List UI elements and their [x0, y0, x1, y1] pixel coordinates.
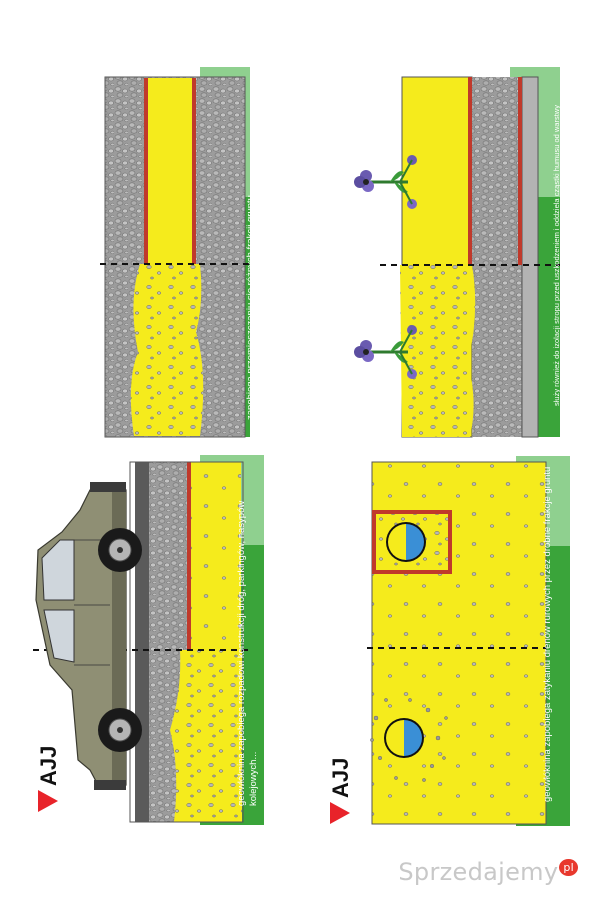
drainage-diagram — [366, 456, 570, 826]
flower-icon — [354, 155, 417, 209]
drain-pipe-icon — [384, 718, 424, 758]
watermark-badge: pl — [559, 859, 578, 876]
roof-panel: służy również do izolacji stropu przed u… — [340, 62, 570, 442]
flower-icon — [354, 325, 417, 379]
roof-diagram — [354, 67, 560, 438]
separation-panel: zapobiega przemieszczaniu się różnych fr… — [100, 62, 288, 442]
car-icon — [35, 482, 142, 790]
ajj-logo-icon-bottom: AJJ — [320, 720, 360, 830]
logo-text: AJJ — [328, 758, 353, 798]
drain-pipe-icon — [386, 522, 426, 562]
road-diagram — [30, 455, 264, 825]
separation-diagram — [100, 67, 250, 438]
separation-caption: zapobiega przemieszczaniu się różnych fr… — [245, 195, 256, 420]
ajj-logo-icon-top: AJJ — [28, 700, 68, 820]
watermark-text: Sprzedajemy — [398, 858, 559, 886]
road-caption: geowłóknina zapobiega rozpadowi konstruk… — [236, 500, 259, 806]
drainage-caption: geowłóknina zapobiega zatykaniu drenów r… — [542, 466, 553, 802]
logo-text: AJJ — [36, 746, 61, 786]
roof-caption: służy również do izolacji stropu przed u… — [552, 105, 570, 406]
road-panel: geowłóknina zapobiega rozpadowi konstruk… — [30, 440, 290, 830]
drainage-panel: geowłóknina zapobiega zatykaniu drenów r… — [366, 448, 576, 830]
